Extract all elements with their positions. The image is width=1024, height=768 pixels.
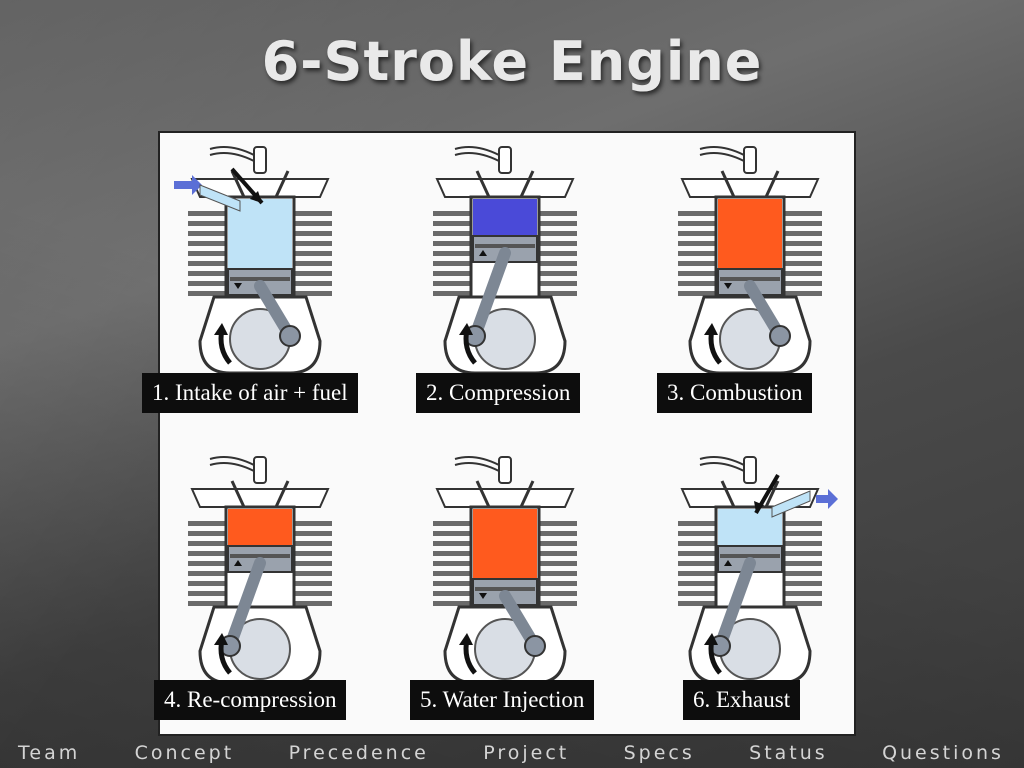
nav-team[interactable]: Team <box>18 742 81 764</box>
stage-3-label: 3. Combustion <box>657 373 813 413</box>
engine-cross-section <box>678 146 822 375</box>
bottom-navigation: Team Concept Precedence Project Specs St… <box>0 738 1024 768</box>
nav-precedence[interactable]: Precedence <box>288 742 429 764</box>
stage-2-label: 2. Compression <box>416 373 581 413</box>
slide-title: 6-Stroke Engine <box>261 30 763 93</box>
engine-diagram-figure <box>158 131 856 736</box>
stage-5-label: 5. Water Injection <box>410 680 595 720</box>
stage-1-label: 1. Intake of air + fuel <box>142 373 358 413</box>
engine-cross-section <box>188 456 332 685</box>
nav-specs[interactable]: Specs <box>623 742 695 764</box>
stage-6-illustration <box>660 451 840 691</box>
engine-cross-section <box>678 456 838 685</box>
nav-status[interactable]: Status <box>749 742 828 764</box>
engine-cross-section <box>433 146 577 375</box>
stage-1-illustration <box>170 141 350 381</box>
stage-5-illustration <box>415 451 595 691</box>
stage-4-illustration <box>170 451 350 691</box>
nav-questions[interactable]: Questions <box>882 742 1004 764</box>
stage-3-illustration <box>660 141 840 381</box>
engine-cross-section <box>433 456 577 685</box>
engine-cross-section <box>174 146 332 375</box>
nav-project[interactable]: Project <box>483 742 570 764</box>
stage-2-illustration <box>415 141 595 381</box>
stage-6-label: 6. Exhaust <box>683 680 801 720</box>
stage-4-label: 4. Re-compression <box>154 680 347 720</box>
nav-concept[interactable]: Concept <box>134 742 235 764</box>
